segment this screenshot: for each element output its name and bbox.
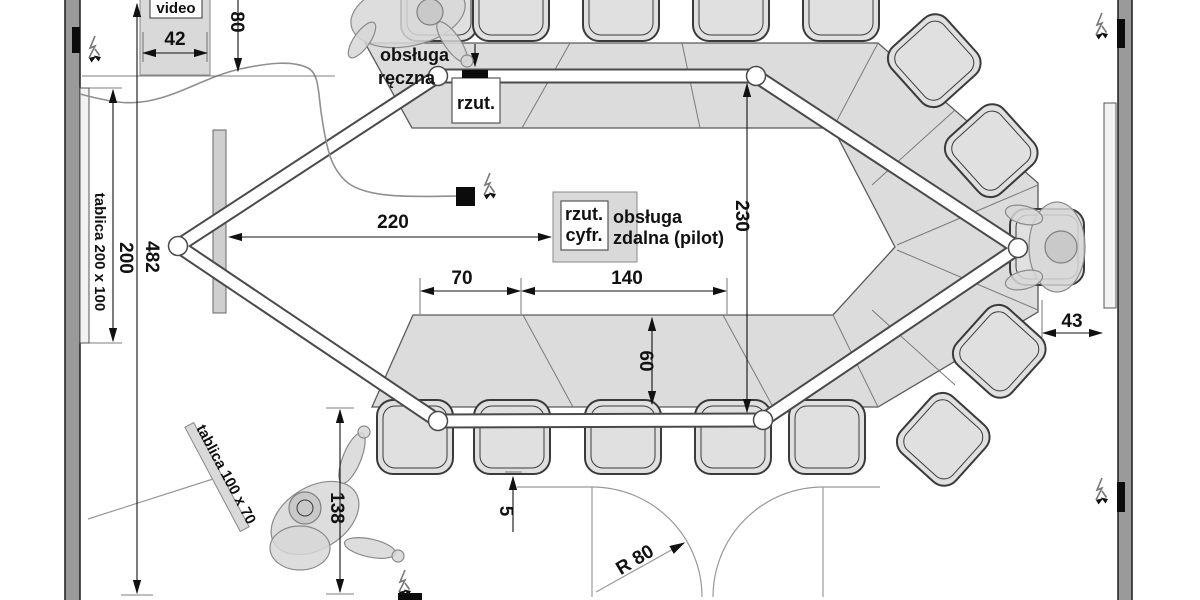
dim-room-depth: 482 bbox=[141, 241, 162, 273]
chair bbox=[584, 399, 662, 475]
door-radius-label: R 80 bbox=[613, 541, 658, 580]
dim-segment-small: 70 bbox=[451, 268, 472, 289]
projector-box: rzut. bbox=[451, 44, 501, 124]
board-left-label: tablica 200 x 100 bbox=[91, 193, 108, 311]
chair bbox=[802, 0, 880, 42]
person-operator bbox=[347, 0, 474, 68]
chair bbox=[473, 399, 551, 475]
power-outlet-right-bottom bbox=[1117, 482, 1125, 512]
wall-left bbox=[64, 0, 81, 600]
remote-label-1: obsługa bbox=[613, 207, 683, 227]
power-icon bbox=[1095, 12, 1109, 41]
video-unit-label: video bbox=[156, 0, 195, 17]
power-outlet-bottom bbox=[398, 593, 422, 600]
manual-operation-label-1: obsługa bbox=[380, 45, 450, 65]
dim-screen-to-projector: 220 bbox=[377, 212, 409, 233]
digital-projector-label-2: cyfr. bbox=[565, 225, 602, 245]
manual-operation-label-2: ręczna bbox=[378, 68, 436, 88]
dim-video-width: 42 bbox=[164, 29, 185, 50]
door-swing bbox=[517, 486, 880, 598]
table-frame-bars bbox=[167, 65, 1029, 432]
chair bbox=[582, 0, 660, 42]
video-unit: video bbox=[139, 0, 211, 76]
dim-video-drop: 80 bbox=[226, 11, 247, 32]
dim-board-left-length: 200 bbox=[115, 242, 136, 274]
board-small-label: tablica 100 x 70 bbox=[192, 422, 259, 527]
whiteboard-small bbox=[87, 421, 250, 533]
power-icon bbox=[1095, 477, 1109, 506]
projector-label: rzut. bbox=[457, 93, 495, 113]
frame-joint bbox=[1007, 237, 1029, 259]
power-icon bbox=[88, 35, 102, 64]
power-outlet-left bbox=[72, 27, 80, 53]
dim-right-clearance: 43 bbox=[1061, 311, 1082, 332]
power-icon bbox=[398, 569, 412, 598]
chair bbox=[692, 0, 770, 42]
frame-joint bbox=[167, 235, 189, 257]
dim-presenter-clearance: 138 bbox=[326, 492, 347, 524]
chair bbox=[788, 399, 866, 475]
remote-label-2: zdalna (pilot) bbox=[613, 228, 724, 248]
dim-table-depth: 60 bbox=[635, 350, 656, 371]
wall-right bbox=[1117, 0, 1133, 600]
frame-joint bbox=[752, 409, 774, 431]
digital-projector-unit: rzut. cyfr. obsługa zdalna (pilot) bbox=[552, 191, 724, 263]
chair bbox=[472, 0, 550, 42]
dimension-lines bbox=[80, 0, 1104, 596]
frame-joint bbox=[427, 65, 449, 87]
power-cable bbox=[79, 62, 457, 198]
power-icon bbox=[483, 172, 497, 201]
whiteboard-right bbox=[1103, 102, 1117, 309]
chair bbox=[889, 385, 998, 494]
frame-joint bbox=[427, 410, 449, 432]
floor-power-box bbox=[456, 187, 475, 206]
person-head-seat bbox=[1004, 201, 1086, 293]
digital-projector-label-1: rzut. bbox=[565, 204, 603, 224]
dim-segment-large: 140 bbox=[611, 268, 643, 289]
frame-joint bbox=[745, 65, 767, 87]
dim-chair-gap: 5 bbox=[495, 506, 516, 517]
dim-table-length: 230 bbox=[731, 200, 752, 232]
power-outlet-right-top bbox=[1117, 19, 1125, 48]
whiteboard-left bbox=[79, 87, 90, 344]
